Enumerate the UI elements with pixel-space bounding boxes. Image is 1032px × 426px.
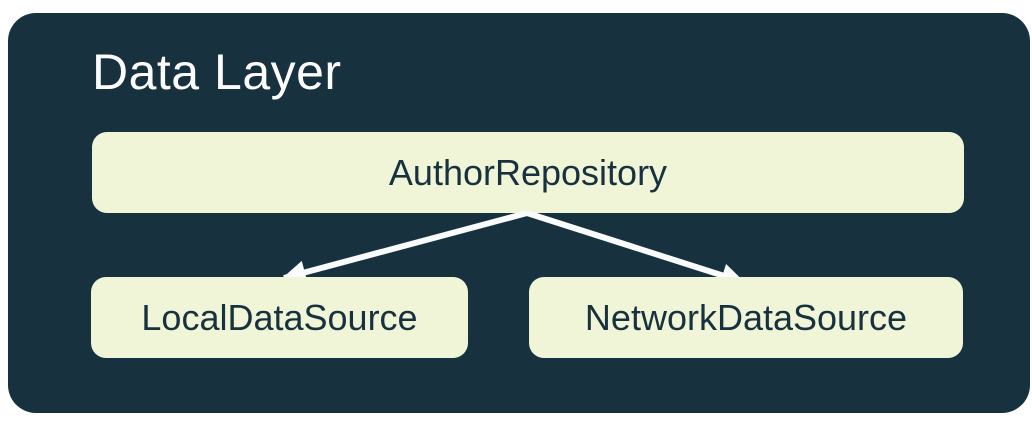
- node-network-data-source-label: NetworkDataSource: [584, 296, 908, 338]
- node-author-repository: AuthorRepository: [92, 132, 964, 213]
- diagram-title: Data Layer: [92, 44, 342, 100]
- node-local-data-source-label: LocalDataSource: [141, 296, 418, 338]
- node-network-data-source: NetworkDataSource: [529, 277, 963, 358]
- node-author-repository-label: AuthorRepository: [388, 151, 668, 193]
- data-layer-container: Data Layer AuthorRepository LocalDataSou…: [8, 13, 1030, 413]
- node-local-data-source: LocalDataSource: [91, 277, 468, 358]
- arrow-repo-to-local: [281, 210, 528, 285]
- arrow-repo-to-network: [526, 210, 746, 287]
